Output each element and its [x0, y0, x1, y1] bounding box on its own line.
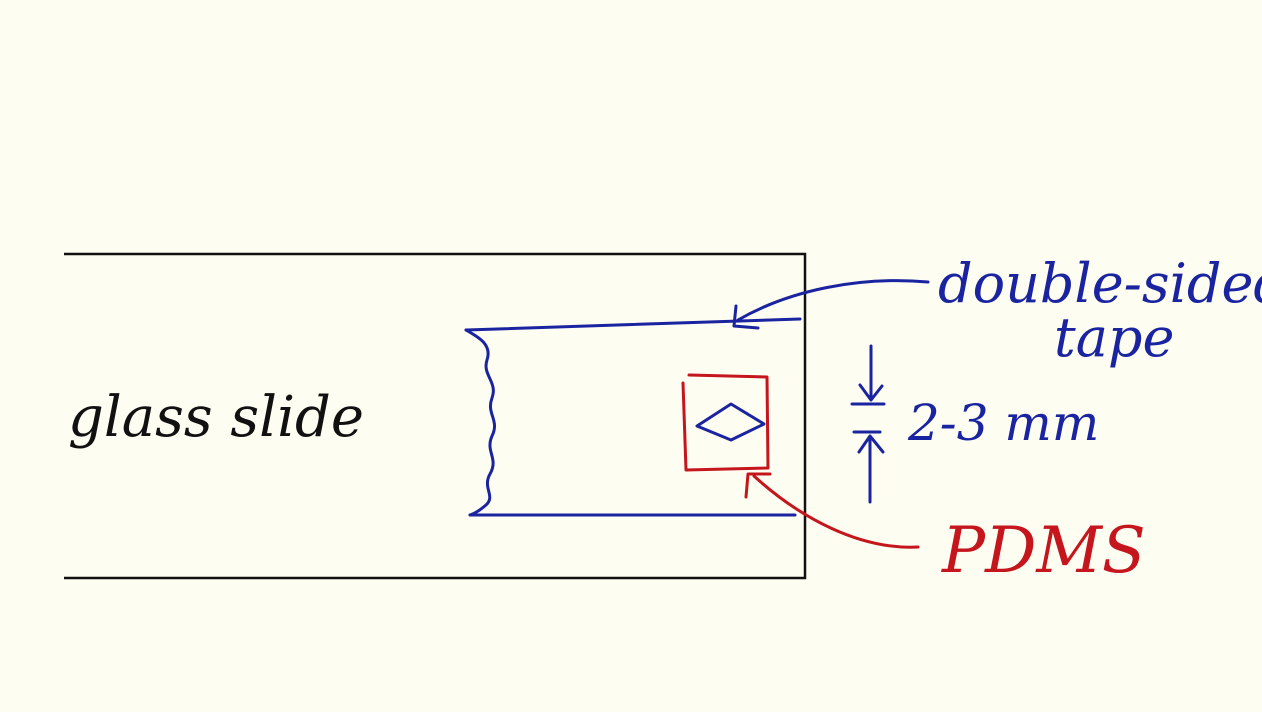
tape-pointer-arrow: [732, 279, 930, 330]
pdms-label: PDMS: [941, 514, 1146, 588]
dimension-arrow-down: [858, 344, 884, 402]
tape-top-edge: [464, 317, 802, 332]
pdms-block: [681, 373, 770, 472]
double-sided-tape: [464, 317, 802, 517]
pdms-arrowhead: [744, 472, 772, 499]
tape-arrowhead: [732, 304, 760, 330]
tape-torn-edge: [464, 328, 497, 517]
tape-label-line1: double-sided: [938, 252, 1262, 315]
glass-slide-label: glass slide: [68, 385, 364, 450]
dimension-arrow-up: [857, 434, 885, 504]
pdms-pointer-arrow: [744, 472, 920, 549]
pdms-leader-line: [752, 474, 920, 549]
glass-slide-outline: [64, 252, 807, 580]
tape-leader-line: [736, 279, 930, 322]
gap-dimension-marker: [850, 344, 886, 504]
channel-diamond: [695, 402, 766, 442]
gap-dimension-label: 2-3 mm: [907, 394, 1099, 452]
tape-label-line2: tape: [1054, 306, 1174, 369]
pdms-square: [681, 373, 770, 472]
